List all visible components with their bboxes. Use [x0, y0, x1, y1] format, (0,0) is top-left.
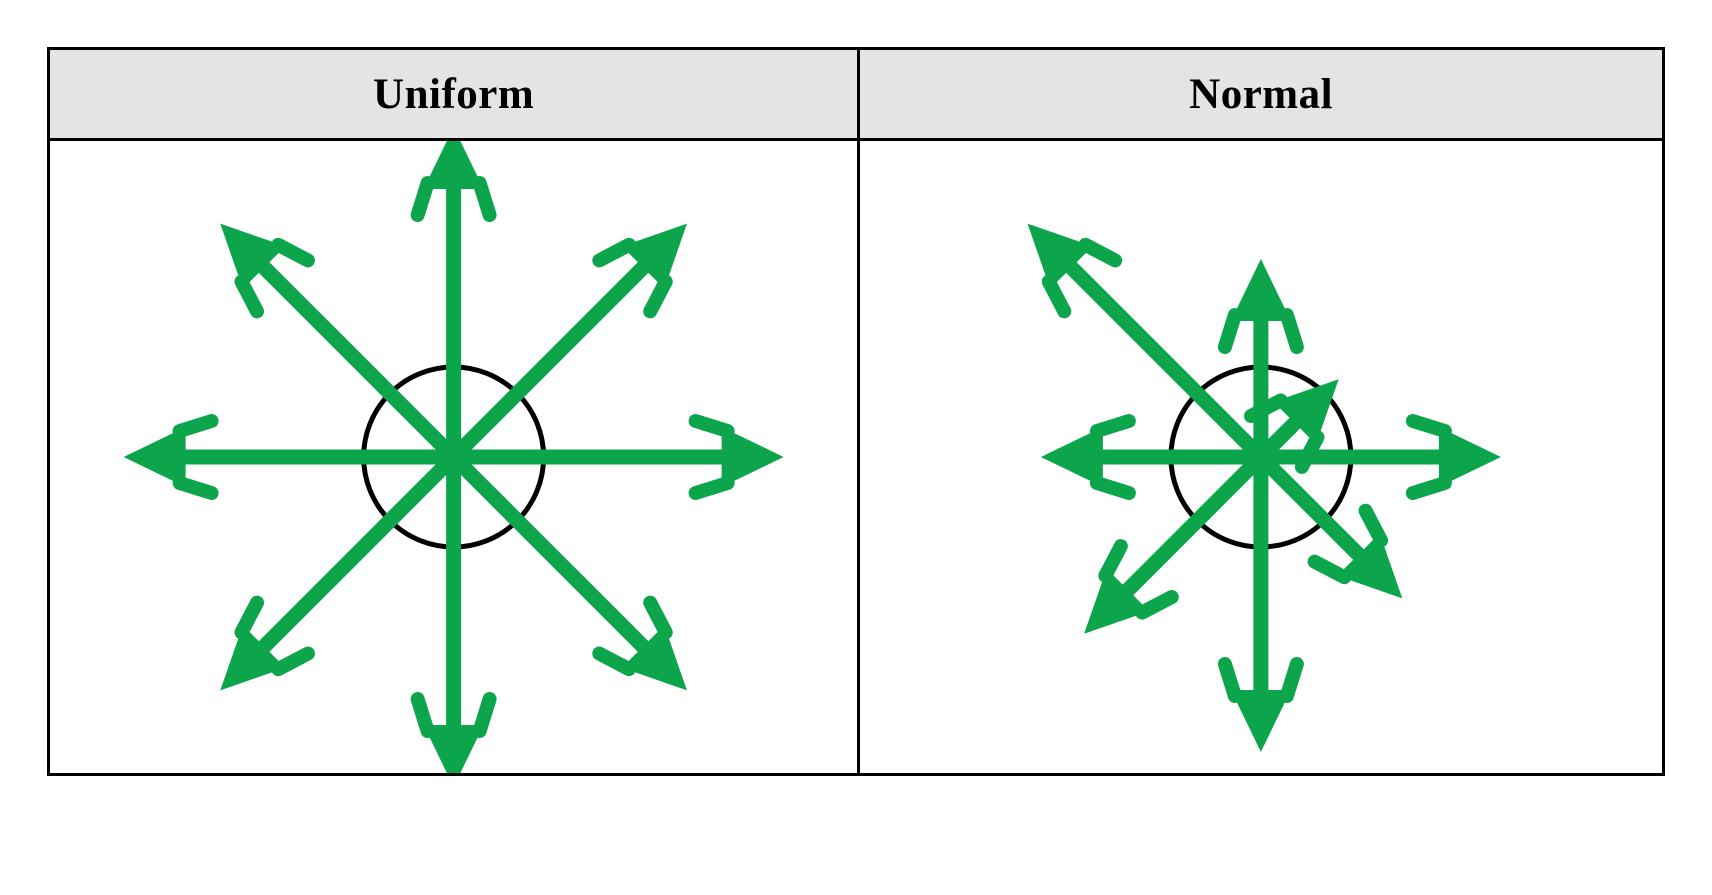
arrow-head-barb-lower [410, 692, 435, 738]
arrow-s [410, 457, 497, 773]
arrow-head-barb-upper [1280, 657, 1305, 703]
arrow-s [1218, 457, 1305, 752]
arrow-head-barb-lower [1098, 539, 1129, 583]
arrow-head-barb-lower [1078, 237, 1123, 268]
arrow-head-barb-upper [472, 692, 497, 738]
arrow-nw [1027, 223, 1267, 463]
arrow-shaft [1255, 451, 1381, 577]
arrow-head [220, 625, 286, 691]
arrow-head [621, 625, 687, 691]
arrow-head-barb-upper [234, 274, 265, 319]
arrow-head [621, 223, 687, 289]
normal-diagram-container [860, 141, 1662, 773]
arrow-head [1231, 690, 1292, 752]
arrow-e [1261, 414, 1502, 500]
arrow-head-barb-lower [1295, 430, 1325, 474]
arrow-head-barb-upper [271, 646, 315, 677]
table-body [46, 138, 1665, 776]
arrow-head-barb-lower [1218, 657, 1243, 703]
arrow-head-barb-upper [643, 595, 673, 640]
uniform-vector-rose-chart [123, 141, 784, 773]
arrow-shaft [1049, 245, 1267, 463]
arrow-head-barb-upper [1406, 414, 1453, 438]
distribution-comparison-table: Uniform Normal [46, 47, 1665, 776]
table-header: Uniform Normal [46, 47, 1665, 141]
arrow-w [1041, 414, 1262, 500]
arrow-head-barb-lower [688, 476, 735, 500]
arrow-head-barb-lower [172, 414, 219, 438]
arrow-head-barb-upper [1041, 274, 1072, 319]
arrow-n [410, 141, 497, 457]
arrow-sw [220, 451, 459, 691]
arrow-se [448, 451, 687, 691]
uniform-arrows-group [123, 141, 784, 773]
normal-vector-rose-chart [1027, 223, 1502, 752]
arrow-head-barb-lower [472, 176, 497, 222]
table-row [46, 138, 1665, 776]
arrow-head [220, 223, 286, 289]
arrow-head-barb-lower [1406, 476, 1453, 500]
arrow-head [1273, 379, 1339, 445]
cell-normal-diagram [857, 138, 1665, 776]
arrow-shaft [242, 451, 459, 669]
arrow-head-barb-upper [172, 476, 219, 500]
arrow-head [1231, 259, 1292, 321]
arrow-head [423, 725, 484, 773]
arrow-head-barb-lower [1307, 554, 1352, 585]
normal-arrows-group [1027, 223, 1502, 752]
arrow-head [1439, 427, 1502, 487]
arrow-shaft [242, 245, 459, 463]
arrow-head [1084, 568, 1150, 634]
arrow-sw [1084, 451, 1267, 634]
column-header-uniform: Uniform [46, 47, 861, 141]
arrow-head-barb-lower [1280, 308, 1305, 354]
arrow-head [1027, 223, 1093, 289]
arrow-shaft [448, 451, 666, 669]
arrow-shaft [1106, 451, 1267, 612]
arrow-head-barb-upper [410, 176, 435, 222]
arrow-head-barb-lower [271, 237, 315, 268]
arrow-head-barb-upper [1358, 503, 1389, 548]
arrow-w [123, 414, 454, 500]
arrow-head [1337, 533, 1403, 599]
arrow-head-barb-lower [234, 595, 265, 640]
arrow-head-barb-upper [1090, 476, 1137, 500]
column-header-normal: Normal [857, 47, 1665, 141]
arrow-head [423, 141, 484, 189]
arrow-e [453, 414, 784, 500]
table-header-row: Uniform Normal [46, 47, 1665, 141]
arrow-head-barb-upper [1135, 590, 1180, 620]
arrow-head-barb-upper [688, 414, 735, 438]
arrow-head [123, 427, 186, 487]
arrow-head-barb-upper [592, 237, 636, 268]
arrow-head [1041, 427, 1104, 487]
arrow-nw [220, 223, 459, 463]
arrow-head-barb-lower [643, 274, 673, 319]
arrow-head-barb-lower [592, 646, 636, 677]
arrow-se [1255, 451, 1403, 599]
arrow-head-barb-lower [1090, 414, 1137, 438]
arrow-head [721, 427, 784, 487]
arrow-shaft [448, 245, 666, 463]
arrow-head-barb-upper [1218, 308, 1243, 354]
uniform-diagram-container [50, 141, 857, 773]
cell-uniform-diagram [46, 138, 861, 776]
arrow-ne [448, 223, 687, 463]
arrow-n [1218, 259, 1305, 457]
